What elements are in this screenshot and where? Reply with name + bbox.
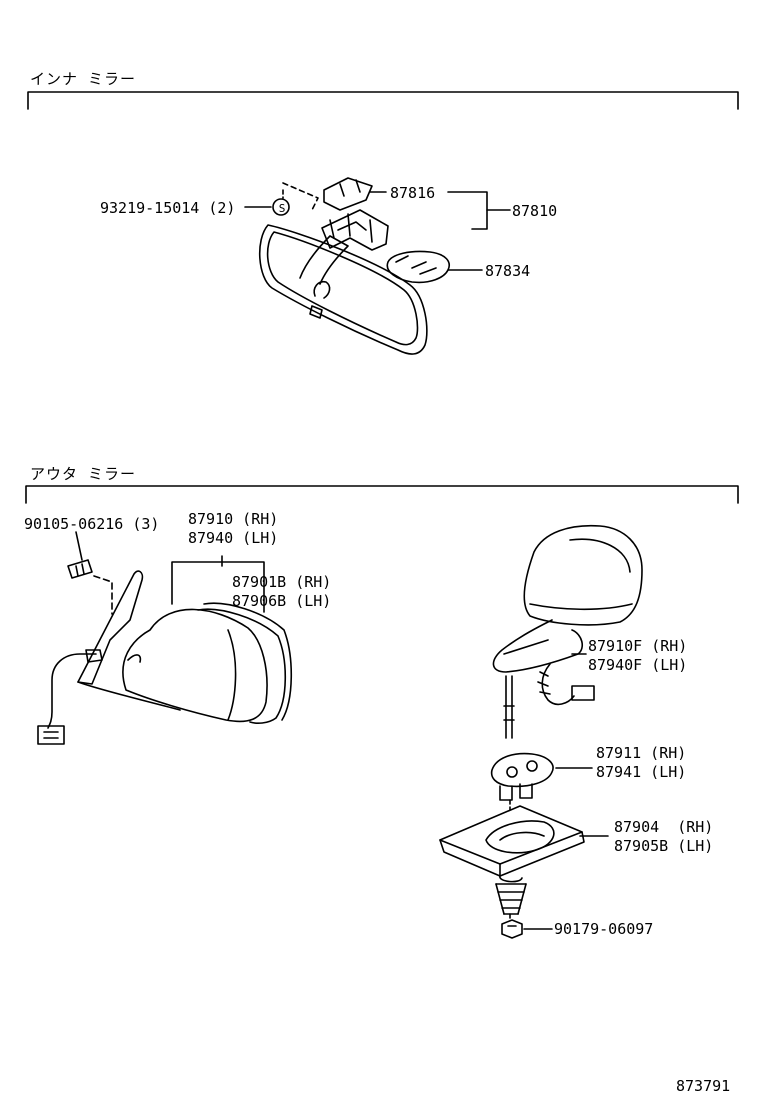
outer-right-leaders xyxy=(523,653,609,930)
outer-section-bracket xyxy=(25,485,739,504)
part-label-87905b-lh[interactable]: 87905B (LH) xyxy=(614,837,714,855)
part-label-bolt-93219[interactable]: 93219-15014 (2) xyxy=(100,199,236,217)
part-label-87941-lh[interactable]: 87941 (LH) xyxy=(596,763,687,781)
inner-leaders xyxy=(244,191,511,271)
outer-left-leaders xyxy=(75,531,265,613)
part-label-87810[interactable]: 87810 xyxy=(512,202,558,220)
part-label-87906b-lh[interactable]: 87906B (LH) xyxy=(232,592,332,610)
part-label-screw-90105[interactable]: 90105-06216 (3) xyxy=(24,515,160,533)
part-label-87816[interactable]: 87816 xyxy=(390,184,436,202)
part-label-87940-lh[interactable]: 87940 (LH) xyxy=(188,529,279,547)
outer-mirror-assembly-drawing xyxy=(37,559,293,745)
outer-mirror-exploded-drawing xyxy=(439,524,643,939)
part-label-87910-rh[interactable]: 87910 (RH) xyxy=(188,510,279,528)
part-label-nut-90179[interactable]: 90179-06097 xyxy=(554,920,654,938)
part-label-87910f-rh[interactable]: 87910F (RH) xyxy=(588,637,688,655)
bolt-symbol-circle xyxy=(272,198,290,216)
inner-mirror-drawing xyxy=(258,177,450,355)
part-label-87834[interactable]: 87834 xyxy=(485,262,531,280)
part-label-87911-rh[interactable]: 87911 (RH) xyxy=(596,744,687,762)
outer-mirror-section-title: アウタ ミラー xyxy=(30,465,137,483)
part-label-87940f-lh[interactable]: 87940F (LH) xyxy=(588,656,688,674)
bolt-symbol-s: S xyxy=(278,202,286,215)
inner-mirror-section-title: インナ ミラー xyxy=(30,70,137,88)
part-label-87904-rh[interactable]: 87904 (RH) xyxy=(614,818,714,836)
part-label-87901b-rh[interactable]: 87901B (RH) xyxy=(232,573,332,591)
diagram-code: 873791 xyxy=(676,1077,731,1095)
inner-section-bracket xyxy=(27,91,739,110)
